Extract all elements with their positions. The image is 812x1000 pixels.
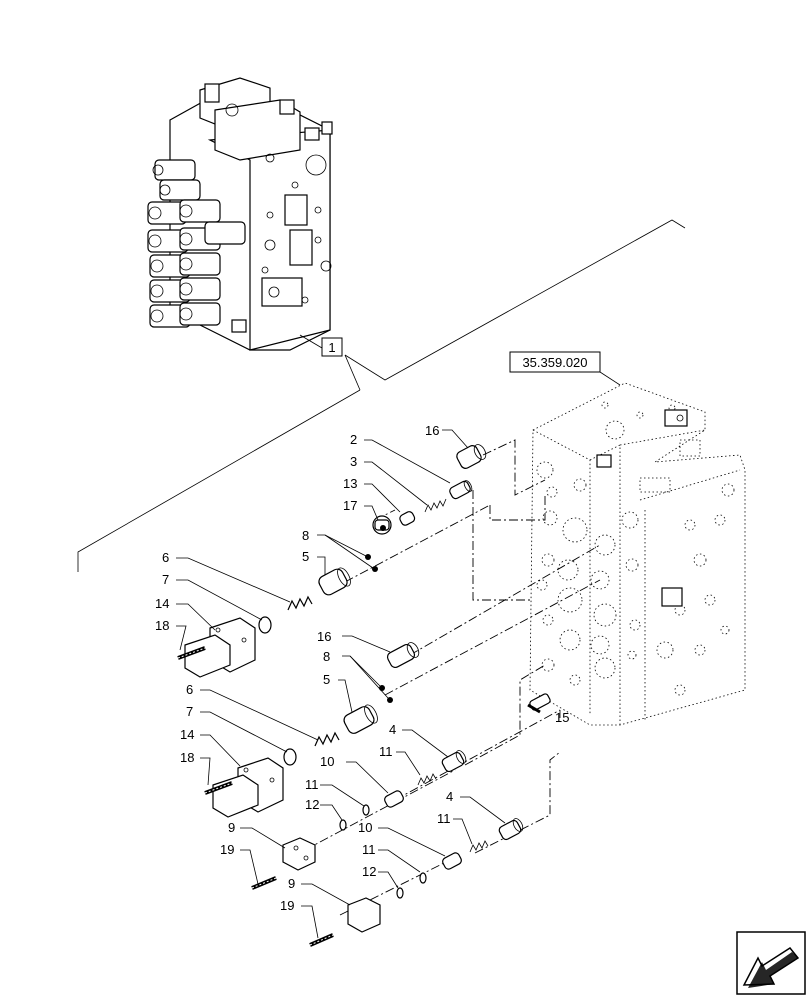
label-7a: 7	[162, 572, 169, 587]
label-12b: 12	[362, 864, 376, 879]
section-ref-label: 35.359.020	[522, 355, 587, 370]
label-19b: 19	[280, 898, 294, 913]
spring-6-upper	[287, 595, 313, 611]
label-6a: 6	[162, 550, 169, 565]
label-4a: 4	[389, 722, 396, 737]
piston-13	[399, 511, 416, 526]
cap-9-lower	[347, 897, 381, 933]
leader-lines	[176, 429, 561, 939]
arrow-icon[interactable]	[736, 931, 806, 995]
label-19a: 19	[220, 842, 234, 857]
oring-7-upper	[258, 616, 272, 634]
oring-12-upper	[339, 819, 347, 831]
label-8a: 8	[302, 528, 309, 543]
label-6b: 6	[186, 682, 193, 697]
label-3: 3	[350, 454, 357, 469]
piston-10-lower	[442, 852, 462, 870]
bolt-18-upper	[177, 646, 206, 660]
fitting-15	[527, 693, 551, 714]
valve-section-block-icon	[529, 382, 746, 726]
oring-11-b	[362, 804, 370, 816]
label-5b: 5	[323, 672, 330, 687]
plug-16-upper	[456, 444, 487, 469]
assembly-bracket	[77, 219, 686, 572]
oring-12-lower	[396, 887, 404, 899]
label-9b: 9	[288, 876, 295, 891]
label-10a: 10	[320, 754, 334, 769]
spring-6-lower	[314, 731, 340, 747]
piston-10-upper	[384, 790, 404, 808]
plug-4-upper	[441, 750, 467, 773]
assembly-ref-label: 1	[328, 340, 335, 355]
spring-11-a	[417, 773, 437, 786]
ball-8-upper	[365, 554, 378, 572]
label-17: 17	[343, 498, 357, 513]
label-14a: 14	[155, 596, 169, 611]
bolt-19-upper	[251, 876, 277, 890]
bolt-19-lower	[309, 933, 334, 947]
label-11b: 11	[305, 777, 319, 792]
plug-17	[372, 515, 392, 535]
plug-4-lower	[498, 818, 524, 841]
label-13: 13	[343, 476, 357, 491]
label-9a: 9	[228, 820, 235, 835]
control-valve-assembly-icon	[147, 77, 333, 351]
piston-2	[449, 480, 473, 500]
spring-3	[424, 498, 447, 513]
label-18b: 18	[180, 750, 194, 765]
label-14b: 14	[180, 727, 194, 742]
spool-5-lower	[343, 704, 378, 734]
cap-9-upper	[282, 837, 316, 871]
label-4b: 4	[446, 789, 453, 804]
assembly-ref-box: 1	[321, 337, 343, 357]
spring-11-c	[469, 840, 489, 853]
label-12a: 12	[305, 797, 319, 812]
label-2: 2	[350, 432, 357, 447]
label-8b: 8	[323, 649, 330, 664]
label-7b: 7	[186, 704, 193, 719]
label-11c: 11	[437, 811, 451, 826]
pilot-cover-14-lower	[212, 757, 284, 818]
bolt-18-lower	[204, 781, 233, 795]
section-ref-box: 35.359.020	[509, 351, 621, 386]
label-18a: 18	[155, 618, 169, 633]
label-10b: 10	[358, 820, 372, 835]
spool-5-upper	[318, 567, 351, 596]
label-16b: 16	[317, 629, 331, 644]
oring-11-d	[419, 872, 427, 884]
oring-7-lower	[283, 748, 297, 766]
part-labels: 16 2 3 13 17 8 5 6 7 14 18 16 8 5 6 7 14…	[155, 423, 569, 913]
label-16a: 16	[425, 423, 439, 438]
label-5a: 5	[302, 549, 309, 564]
label-11a: 11	[379, 744, 393, 759]
plug-16-lower	[386, 642, 420, 669]
label-11d: 11	[362, 842, 376, 857]
label-15: 15	[555, 710, 569, 725]
pilot-cover-14-upper	[184, 617, 256, 678]
